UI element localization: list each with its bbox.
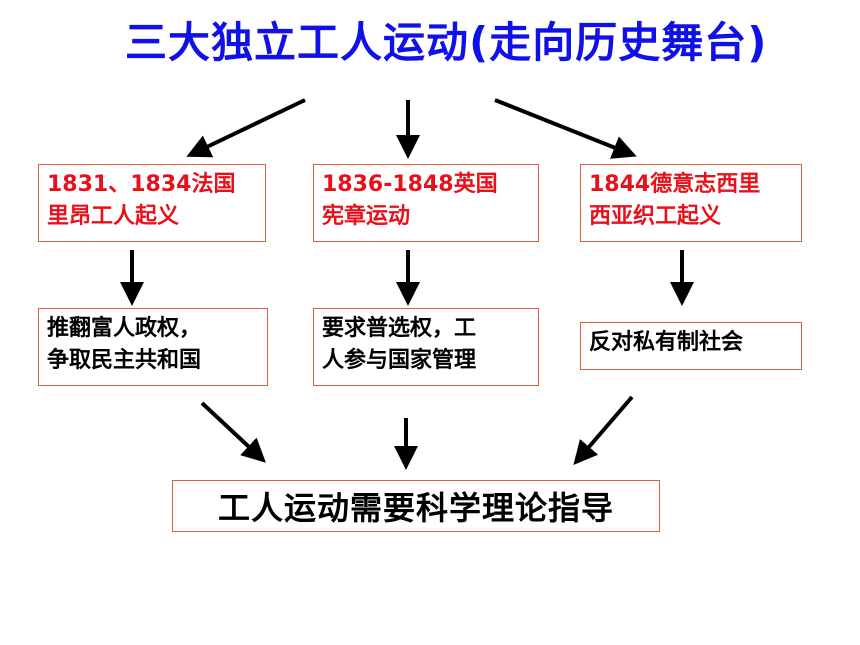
event-line: 西亚织工起义 [589, 204, 722, 229]
arrow-title-to-event-1 [186, 98, 306, 158]
event-line: 宪章运动 [322, 204, 411, 229]
goal-line: 争取民主共和国 [47, 348, 202, 373]
event-line: 里昂工人起义 [47, 204, 180, 229]
event-line: 1831、1834法国 [47, 172, 236, 197]
arrow-goal-1-to-conclusion [200, 401, 266, 463]
goal-line: 反对私有制社会 [589, 330, 744, 355]
goal-box-silesia-weavers: 反对私有制社会 [580, 322, 802, 370]
goal-line: 推翻富人政权， [47, 316, 202, 341]
conclusion-box: 工人运动需要科学理论指导 [172, 480, 660, 532]
goal-line: 人参与国家管理 [322, 348, 477, 373]
event-box-france-lyon: 1831、1834法国 里昂工人起义 [38, 164, 266, 242]
arrow-goal-3-to-conclusion [573, 395, 634, 466]
event-line: 1844德意志西里 [589, 172, 761, 197]
event-box-britain-chartism: 1836-1848英国 宪章运动 [313, 164, 539, 242]
event-line: 1836-1848英国 [322, 172, 498, 197]
goal-box-britain-chartism: 要求普选权，工 人参与国家管理 [313, 308, 539, 386]
arrow-title-to-event-3 [494, 98, 637, 159]
page-title: 三大独立工人运动(走向历史舞台) [125, 18, 768, 67]
goal-line: 要求普选权，工 [322, 316, 477, 341]
event-box-silesia-weavers: 1844德意志西里 西亚织工起义 [580, 164, 802, 242]
goal-box-france-lyon: 推翻富人政权， 争取民主共和国 [38, 308, 268, 386]
